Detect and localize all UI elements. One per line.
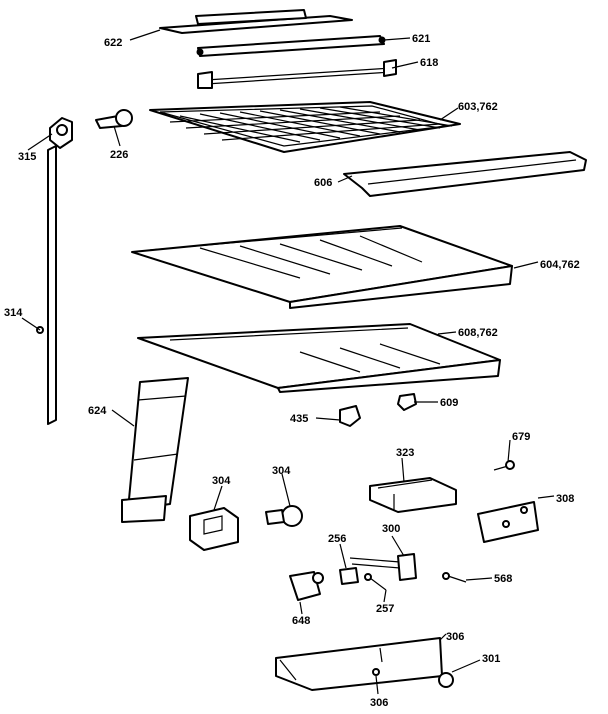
callout-314: 314 bbox=[4, 307, 23, 319]
callout-679: 679 bbox=[512, 431, 530, 443]
part-304-housing bbox=[189, 507, 239, 551]
callout-labels: 622 621 618 603,762 315 226 606 604,762 … bbox=[4, 33, 580, 709]
callout-604-762: 604,762 bbox=[540, 259, 580, 271]
callout-315: 315 bbox=[18, 151, 36, 163]
callout-226: 226 bbox=[110, 149, 128, 161]
part-308-plate bbox=[477, 501, 539, 543]
callout-435: 435 bbox=[290, 413, 308, 425]
callout-624: 624 bbox=[88, 405, 107, 417]
part-604-pan bbox=[131, 225, 513, 309]
callout-606: 606 bbox=[314, 177, 332, 189]
callout-300: 300 bbox=[382, 523, 400, 535]
part-606-trim bbox=[343, 151, 587, 197]
part-315-bracket bbox=[49, 117, 73, 149]
callout-304-housing: 304 bbox=[212, 475, 231, 487]
callout-256: 256 bbox=[328, 533, 346, 545]
callout-621: 621 bbox=[412, 33, 430, 45]
callout-568: 568 bbox=[494, 573, 512, 585]
part-257-screw bbox=[364, 573, 387, 591]
part-314-rod bbox=[36, 145, 57, 425]
callout-304-dial: 304 bbox=[272, 465, 291, 477]
callout-306-bottom: 306 bbox=[370, 697, 388, 709]
part-306-housing bbox=[275, 637, 443, 691]
callout-618: 618 bbox=[420, 57, 438, 69]
leader-lines bbox=[21, 29, 555, 695]
callout-603-762: 603,762 bbox=[458, 101, 498, 113]
part-300-thermostat bbox=[349, 553, 417, 581]
part-568-screw bbox=[442, 572, 467, 583]
callout-257: 257 bbox=[376, 603, 394, 615]
callout-648: 648 bbox=[292, 615, 310, 627]
part-304-dial bbox=[265, 505, 303, 527]
part-621-rail bbox=[196, 35, 386, 57]
part-624-duct bbox=[121, 377, 189, 523]
part-622-cover bbox=[159, 9, 353, 34]
part-609-clip bbox=[397, 393, 417, 411]
part-226-pin bbox=[95, 109, 133, 129]
callout-308: 308 bbox=[556, 493, 574, 505]
part-435-knob bbox=[339, 405, 361, 427]
callout-622: 622 bbox=[104, 37, 122, 49]
part-603-shelf bbox=[149, 101, 461, 153]
part-256-switch bbox=[339, 567, 359, 585]
part-648-socket bbox=[289, 571, 324, 601]
callout-609: 609 bbox=[440, 397, 458, 409]
part-323-control-box bbox=[369, 477, 457, 513]
callout-301: 301 bbox=[482, 653, 500, 665]
callout-306-top: 306 bbox=[446, 631, 464, 643]
part-301-knob bbox=[438, 672, 454, 688]
callout-323: 323 bbox=[396, 447, 414, 459]
part-608-pan bbox=[137, 323, 501, 393]
part-679-screw bbox=[493, 460, 515, 471]
part-618-rod bbox=[197, 59, 397, 89]
callout-608-762: 608,762 bbox=[458, 327, 498, 339]
